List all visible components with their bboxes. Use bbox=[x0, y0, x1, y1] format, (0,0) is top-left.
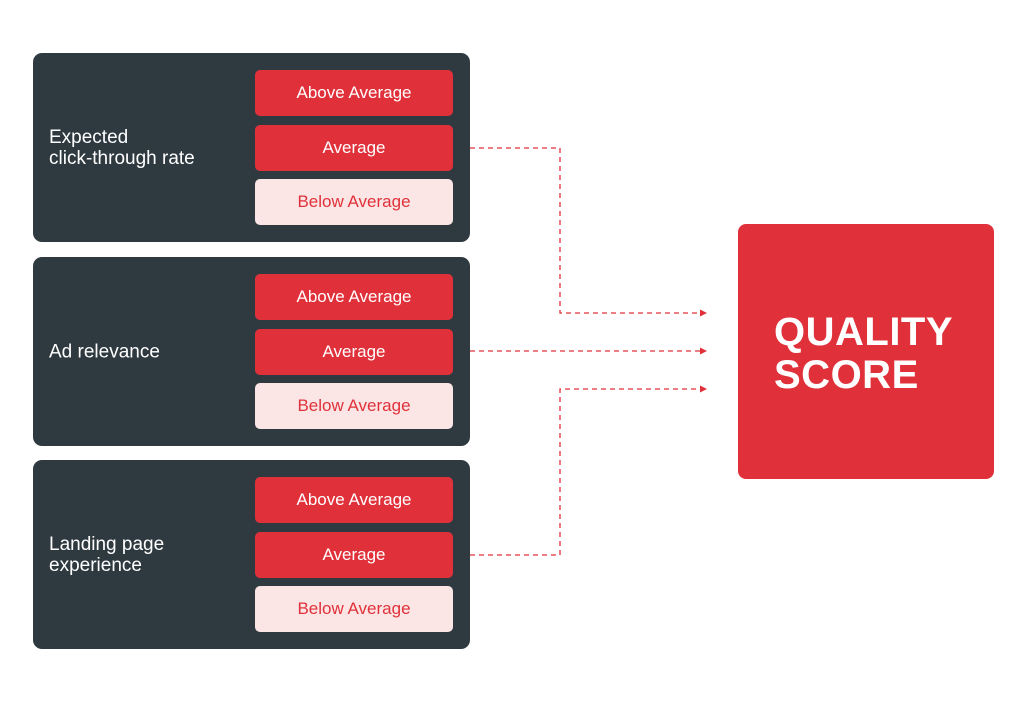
factor-label: Expected click-through rate bbox=[49, 126, 195, 169]
rating-below-average: Below Average bbox=[255, 179, 453, 225]
connector-ctr bbox=[470, 147, 700, 314]
quality-score-box: QUALITY SCORE bbox=[738, 224, 994, 479]
quality-score-label: QUALITY SCORE bbox=[774, 310, 954, 397]
arrowhead-icon bbox=[700, 309, 707, 317]
factor-panel-landing-page: Landing page experience Above Average Av… bbox=[33, 460, 470, 649]
rating-above-average: Above Average bbox=[255, 274, 453, 320]
rating-above-average: Above Average bbox=[255, 477, 453, 523]
factor-panel-ad-relevance: Ad relevance Above Average Average Below… bbox=[33, 257, 470, 446]
factor-panel-ctr: Expected click-through rate Above Averag… bbox=[33, 53, 470, 242]
arrowhead-icon bbox=[700, 385, 707, 393]
rating-average: Average bbox=[255, 125, 453, 171]
rating-below-average: Below Average bbox=[255, 383, 453, 429]
rating-below-average: Below Average bbox=[255, 586, 453, 632]
connector-landing-page bbox=[470, 388, 700, 556]
rating-average: Average bbox=[255, 532, 453, 578]
arrowhead-icon bbox=[700, 347, 707, 355]
factor-label: Landing page experience bbox=[49, 533, 165, 576]
rating-average: Average bbox=[255, 329, 453, 375]
factor-label: Ad relevance bbox=[49, 341, 160, 362]
rating-above-average: Above Average bbox=[255, 70, 453, 116]
